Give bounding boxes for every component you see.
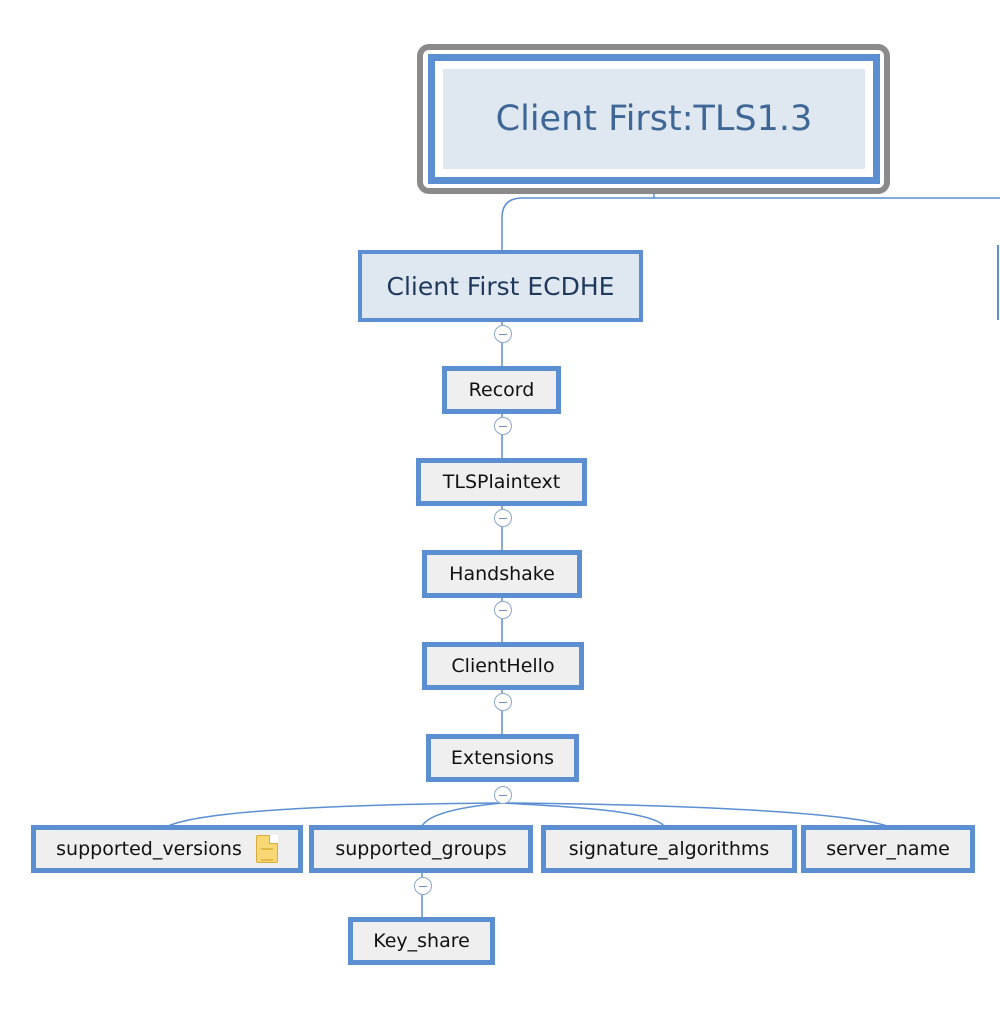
main-topic-node[interactable]: Client First ECDHE [358,250,643,322]
key-share-node[interactable]: Key_share [348,917,495,965]
supported-versions-label: supported_versions [56,838,242,860]
handshake-node[interactable]: Handshake [422,550,582,598]
supported-versions-node[interactable]: supported_versions [31,825,303,873]
record-node[interactable]: Record [442,366,561,414]
collapse-toggle-handshake[interactable] [494,601,512,619]
extensions-node[interactable]: Extensions [426,734,579,782]
collapse-toggle-main[interactable] [494,325,512,343]
extensions-fan-signature-algorithms [501,802,665,827]
extensions-fan-supported-versions [167,802,503,827]
extensions-fan-supported-groups [421,802,503,827]
server-name-node[interactable]: server_name [801,825,975,873]
clienthello-node[interactable]: ClientHello [422,642,584,690]
collapse-toggle-clienthello[interactable] [494,693,512,711]
root-topic-label: Client First:TLS1.3 [443,69,865,169]
root-topic[interactable]: Client First:TLS1.3 [428,54,880,184]
supported-groups-node[interactable]: supported_groups [309,825,533,873]
collapse-toggle-tlsplaintext[interactable] [494,509,512,527]
note-icon[interactable] [255,835,278,863]
tlsplaintext-node[interactable]: TLSPlaintext [416,458,587,506]
collapse-toggle-record[interactable] [494,417,512,435]
signature-algorithms-node[interactable]: signature_algorithms [541,825,797,873]
collapse-toggle-supported-groups[interactable] [414,877,432,895]
extensions-fan-server-name [501,802,888,827]
collapse-toggle-extensions[interactable] [494,786,512,804]
